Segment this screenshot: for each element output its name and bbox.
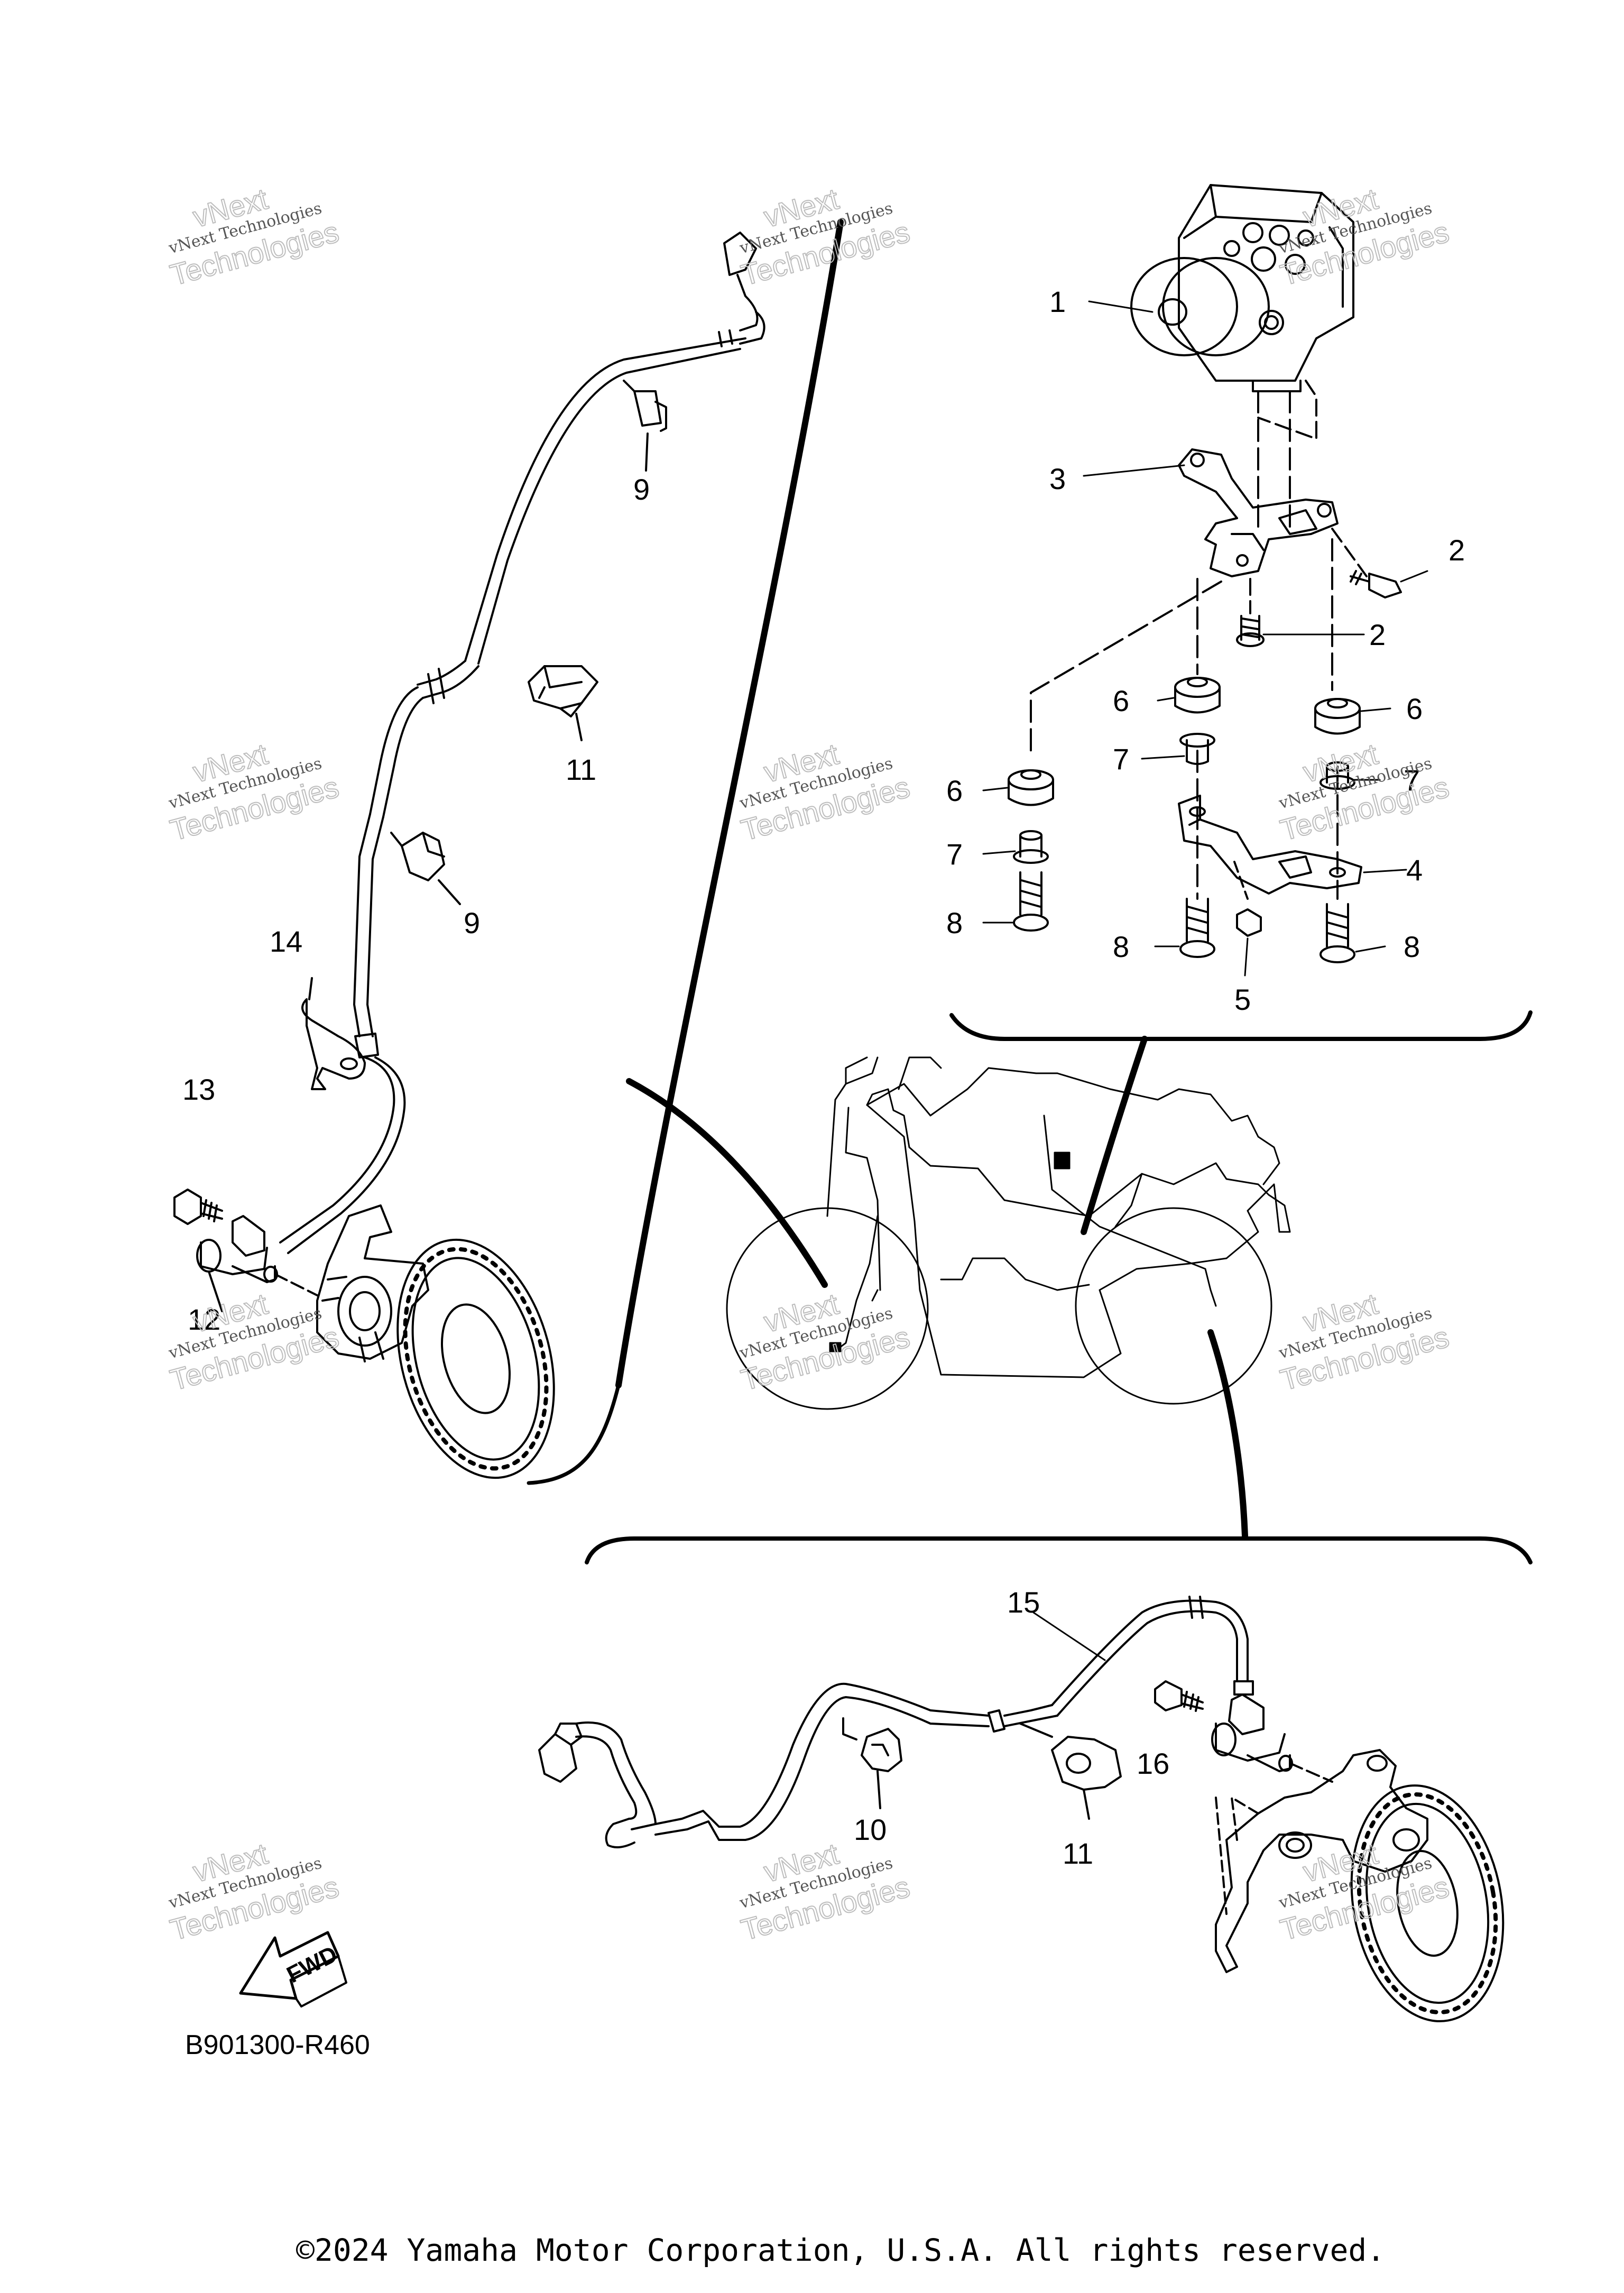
callout-13: 13	[182, 1073, 215, 1106]
bolt-2-upper	[1331, 528, 1402, 598]
lower-bracket	[1178, 795, 1362, 895]
clamp-11-front	[528, 665, 598, 741]
leader-lines	[626, 1036, 1248, 1539]
rear-sensor-lead	[538, 1596, 1254, 1848]
rear-panel-frame	[585, 1536, 1533, 1564]
bolt-8-left	[1013, 871, 1049, 932]
collar-7-center	[1179, 733, 1215, 765]
grommet-6-center	[1174, 677, 1221, 714]
watermark: vNext vNext Technologies Technologies	[1276, 1286, 1453, 1397]
nut-5	[1233, 861, 1262, 937]
callout-9-upper: 9	[633, 473, 650, 506]
figure-code: B901300-R460	[185, 2030, 370, 2060]
callout-8-center: 8	[1113, 930, 1129, 963]
bolt-2-lower	[1236, 578, 1265, 647]
front-panel-frame	[527, 219, 844, 1485]
clamp-10	[842, 1717, 902, 1809]
watermark: vNext vNext Technologies Technologies	[166, 1836, 343, 1947]
clamp-14	[301, 977, 366, 1090]
callout-7-center: 7	[1113, 742, 1129, 776]
watermark: vNext vNext Technologies Technologies	[1276, 181, 1453, 292]
callout-2-upper: 2	[1448, 533, 1465, 567]
front-sensor-lead	[279, 232, 765, 1254]
callout-8-right: 8	[1404, 930, 1420, 963]
grommet-6-right	[1314, 698, 1361, 735]
watermark: vNext vNext Technologies Technologies	[1276, 736, 1453, 848]
watermark: vNext vNext Technologies Technologies	[737, 181, 914, 292]
callout-9-lower: 9	[464, 906, 480, 940]
callout-7-left: 7	[946, 837, 963, 871]
callout-12: 12	[188, 1303, 220, 1336]
watermark: vNext vNext Technologies Technologies	[166, 181, 343, 292]
callout-3: 3	[1049, 462, 1066, 495]
abs-panel-frame	[949, 1010, 1533, 1041]
callout-4: 4	[1406, 853, 1423, 887]
watermark: vNext vNext Technologies Technologies	[737, 1286, 914, 1397]
grommet-6-left	[1008, 769, 1054, 806]
callout-6-right: 6	[1406, 692, 1423, 725]
bolt-16	[1154, 1680, 1204, 1712]
watermark: vNext vNext Technologies Technologies	[166, 736, 343, 848]
callout-14: 14	[270, 925, 302, 958]
callout-2-lower: 2	[1369, 618, 1386, 651]
rear-wheel-sensor	[1211, 1693, 1333, 1783]
abs-hydraulic-unit	[1130, 184, 1354, 535]
bolt-8-center	[1179, 898, 1215, 958]
callout-numbers: 1 2 2 3 4 5 6 6 6 7 7 7 8 8 8 9 9 10 11 …	[182, 285, 1465, 1870]
watermark: vNext vNext Technologies Technologies	[166, 1286, 343, 1397]
clamp-9-lower	[390, 832, 461, 905]
watermark: vNext vNext Technologies Technologies	[737, 736, 914, 848]
callout-8-left: 8	[946, 906, 963, 940]
rear-brake-disc	[1215, 1749, 1505, 2022]
clamp-9-upper	[623, 380, 667, 472]
bolt-13	[173, 1189, 223, 1225]
callout-11-front: 11	[566, 753, 596, 786]
bolt-8-right	[1320, 903, 1355, 963]
abs-bracket	[1178, 448, 1339, 577]
collar-7-left	[1013, 830, 1049, 864]
front-wheel-sensor	[196, 1215, 278, 1312]
callout-leaders	[982, 300, 1428, 1661]
callout-7-right: 7	[1404, 763, 1420, 797]
callout-6-left: 6	[946, 774, 963, 807]
forward-arrow: FWD	[239, 1931, 347, 2007]
clamp-11-rear	[1019, 1723, 1122, 1820]
callout-10: 10	[854, 1813, 887, 1846]
front-brake-disc	[274, 1204, 555, 1479]
callout-16: 16	[1137, 1747, 1169, 1780]
callout-11-rear: 11	[1063, 1837, 1093, 1870]
copyright-notice: ©2024 Yamaha Motor Corporation, U.S.A. A…	[296, 2232, 1386, 2268]
motorcycle-silhouette	[726, 1056, 1291, 1410]
callout-1: 1	[1049, 285, 1066, 318]
callout-6-center: 6	[1113, 684, 1129, 717]
callout-15: 15	[1007, 1586, 1040, 1619]
collar-7-right	[1320, 761, 1355, 790]
callout-5: 5	[1234, 983, 1251, 1016]
